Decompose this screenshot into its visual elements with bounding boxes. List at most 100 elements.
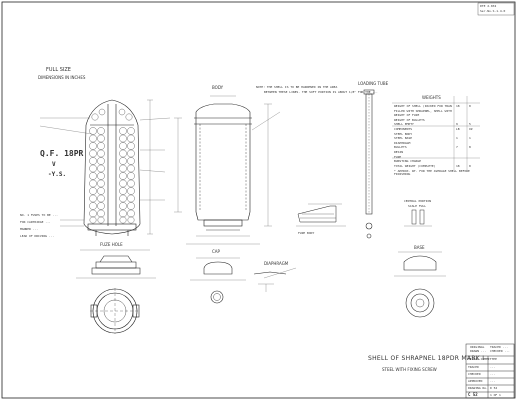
weights-lb: 9 <box>456 122 458 127</box>
weights-lb: LB <box>456 126 460 131</box>
weights-row: WEIGHT OF BULLETS <box>394 118 480 123</box>
body-view <box>194 103 252 231</box>
qf-mark: Q.F. 18PR <box>40 149 84 158</box>
body-label: BODY <box>212 85 224 90</box>
weights-row: COMPONENTS LB OZ <box>394 127 480 132</box>
fuze-body-view <box>296 203 346 227</box>
stamp-line-1: ORIGINAL <box>470 345 485 349</box>
weights-oz: 0 <box>469 104 471 108</box>
dimensions-label: DIMENSIONS IN INCHES <box>38 75 86 80</box>
weights-title: WEIGHTS <box>422 95 441 100</box>
full-size-label: FULL SIZE <box>46 67 71 73</box>
weights-row: RESIN <box>394 150 480 155</box>
central-portion-view <box>404 209 432 227</box>
weights-row: TOTAL WEIGHT (COMPLETE) 18 0 <box>394 164 480 169</box>
weights-item: COMPONENTS <box>394 126 413 131</box>
weights-item: WEIGHT OF FUZE <box>394 113 420 118</box>
title-block-value: ... <box>490 372 496 376</box>
qf-mark-ys: -Y.S. <box>48 171 67 178</box>
weights-row: FILLED WITH SHRAPNEL, SHELL WITH FUZE <box>394 109 480 114</box>
weights-item: FUZE <box>394 154 402 159</box>
loading-tube-label: LOADING TUBE <box>358 81 389 86</box>
weights-item: WEIGHT OF SHELL (PACKED FOR TRANSPORT) <box>394 104 452 108</box>
corner-stamp-box <box>477 2 515 16</box>
title-block-label: TRACED <box>468 365 479 369</box>
weights-oz: OZ <box>469 126 473 131</box>
weights-item: TOTAL WEIGHT (COMPLETE) <box>394 163 436 168</box>
weights-row: STEEL BODY <box>394 132 480 137</box>
corner-stamp-1: DTE 2.032 <box>480 4 497 8</box>
weights-item: DIAPHRAGM <box>394 140 411 145</box>
weights-item: RESIN <box>394 149 404 154</box>
title-block-label: SIGNAL COMMITTEE <box>468 357 497 361</box>
qf-mark-arrow: V <box>52 161 56 168</box>
weights-item: BURSTING CHARGE <box>394 159 422 164</box>
weights-item: STEEL BASE <box>394 136 413 141</box>
title-block-value: ... <box>490 379 496 383</box>
weights-row: DIAPHRAGM <box>394 141 480 146</box>
title-block-label: APPROVED <box>468 379 483 383</box>
central-portion-scale: SCALE FULL <box>408 204 427 208</box>
title-block-value: ... <box>490 365 496 369</box>
cap-label: CAP <box>212 249 220 254</box>
weights-lb: 18 <box>456 104 460 108</box>
weights-item: BULLETS <box>394 145 407 150</box>
stamp-line-4: CHECKED ... <box>490 349 510 353</box>
weights-oz: 5 <box>469 122 471 127</box>
weights-item: SHELL EMPTY <box>394 122 414 127</box>
shrapnel-bullets <box>89 108 135 224</box>
cap-view <box>190 257 246 304</box>
stamp-line-2: DRAWN ... <box>470 349 487 353</box>
weights-oz: 0 <box>469 163 471 168</box>
drawing-title: SHELL OF SHRAPNEL 18PDR MARK I <box>368 355 485 362</box>
fuze-hole-label: FUZE HOLE <box>100 242 123 247</box>
weights-lb: 1 <box>456 136 458 141</box>
stamp-line-3: TRACED ... <box>490 345 509 349</box>
weights-footnote: * APPROX. WT. FOR THE AVERAGE SHELL BEFO… <box>394 169 470 177</box>
weights-item: FILLED WITH SHRAPNEL, SHELL WITH FUZE <box>394 108 452 113</box>
weights-row: BURSTING CHARGE <box>394 159 480 164</box>
shell-section-view <box>83 99 141 236</box>
shell-note-2: BETWEEN THESE LINES. THE SOFT PORTION IS… <box>264 90 378 94</box>
weights-lb: 18 <box>456 163 460 168</box>
weights-row: BULLETS 7 8 <box>394 145 480 150</box>
legend-note-4: LEAD OF DRIVING ... <box>20 234 55 238</box>
legend-note-3: MANNER ... <box>20 227 39 231</box>
title-block-frame <box>465 343 515 399</box>
weights-item: STEEL BODY <box>394 131 413 136</box>
body-view-dims <box>174 95 281 245</box>
title-block-sheet: 1 OF 1 <box>490 393 501 397</box>
weights-row: SHELL EMPTY 9 5 <box>394 122 480 127</box>
loading-tube-view <box>363 89 375 239</box>
weights-row: WEIGHT OF SHELL (PACKED FOR TRANSPORT) 18… <box>394 104 480 109</box>
diaphragm-label: DIAPHRAGM <box>264 261 289 266</box>
corner-stamp-2: Ser.No.S.1.4.0 <box>480 9 506 13</box>
weights-table: WEIGHT OF SHELL (PACKED FOR TRANSPORT)18… <box>394 104 480 176</box>
weights-row: STEEL BASE 1 1 <box>394 136 480 141</box>
drawing-subtitle: STEEL WITH FIXING SCREW <box>382 367 437 372</box>
weights-item: WEIGHT OF BULLETS <box>394 117 425 122</box>
shell-note-1: NOTE: THE SHELL IS TO BE HARDENED IN THE… <box>256 85 338 89</box>
title-block-label: CHECKED <box>468 372 481 376</box>
weights-lb: 7 <box>456 145 458 150</box>
central-portion-label: CENTRAL PORTION <box>404 199 432 203</box>
base-label: BASE <box>414 245 425 250</box>
legend-note-1: NO. 1 FUSES TO BE ... <box>20 213 58 217</box>
weights-oz: 8 <box>469 145 471 150</box>
weights-oz: 1 <box>469 136 471 141</box>
drawing-number: C 52 <box>468 392 478 397</box>
base-view <box>394 251 446 318</box>
weights-row: FUZE <box>394 155 480 160</box>
fuze-body-label: FUZE BODY <box>298 231 315 235</box>
title-block-label: DRAWING No. <box>468 386 488 390</box>
shell-leaders <box>39 99 171 235</box>
title-block-value: D 52 <box>490 386 498 390</box>
fuze-hole-view <box>76 249 156 279</box>
weights-table-rules <box>392 96 480 170</box>
fuze-hole-plan <box>90 288 140 334</box>
diaphragm-view <box>253 267 297 292</box>
weights-row: WEIGHT OF FUZE <box>394 113 480 118</box>
